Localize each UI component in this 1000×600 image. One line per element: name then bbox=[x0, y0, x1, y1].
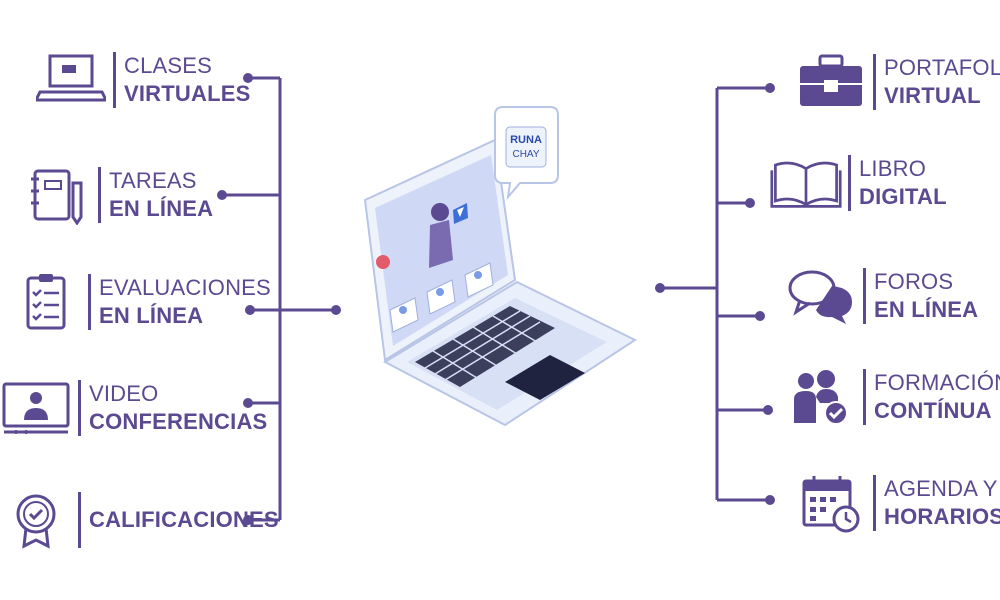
feature-tareas-line1: TAREAS bbox=[109, 168, 197, 193]
feature-video-line2: CONFERENCIAS bbox=[89, 409, 268, 434]
feature-foros: FOROS EN LÍNEA bbox=[785, 266, 978, 326]
logo-text-2: CHAY bbox=[512, 149, 539, 160]
calendar-clock-icon bbox=[795, 473, 867, 533]
feature-foros-line1: FOROS bbox=[874, 269, 954, 294]
feature-video-line1: VIDEO bbox=[89, 381, 159, 406]
feature-calificaciones: CALIFICACIONES bbox=[0, 490, 279, 550]
feature-portafolio-line1: PORTAFOLIO bbox=[884, 55, 1000, 80]
badge-check-icon bbox=[0, 490, 72, 550]
feature-foros-line2: EN LÍNEA bbox=[874, 297, 979, 322]
feature-clases-line2: VIRTUALES bbox=[124, 81, 251, 106]
feature-tareas-line2: EN LÍNEA bbox=[109, 196, 214, 221]
chat-bubbles-icon bbox=[785, 266, 857, 326]
feature-agenda: AGENDA Y HORARIOS bbox=[795, 473, 1000, 533]
feature-agenda-line2: HORARIOS bbox=[884, 504, 1000, 529]
feature-portafolio-line2: VIRTUAL bbox=[884, 83, 981, 108]
feature-libro-line1: LIBRO bbox=[859, 156, 927, 181]
checklist-icon bbox=[10, 272, 82, 332]
feature-evaluaciones-line2: EN LÍNEA bbox=[99, 303, 204, 328]
feature-agenda-line1: AGENDA Y bbox=[884, 476, 998, 501]
feature-libro: LIBRO DIGITAL bbox=[770, 153, 947, 213]
briefcase-icon bbox=[795, 52, 867, 112]
feature-clases-line1: CLASES bbox=[124, 53, 213, 78]
logo-text-1: RUNA bbox=[510, 134, 542, 146]
people-check-icon bbox=[785, 367, 857, 427]
feature-tareas: TAREAS EN LÍNEA bbox=[20, 165, 213, 225]
monitor-user-icon bbox=[0, 378, 72, 438]
feature-evaluaciones: EVALUACIONES EN LÍNEA bbox=[10, 272, 271, 332]
feature-clases: CLASES VIRTUALES bbox=[35, 50, 250, 110]
feature-calificaciones-line2: CALIFICACIONES bbox=[89, 507, 279, 532]
feature-formacion-line2: CONTÍNUA bbox=[874, 398, 992, 423]
feature-libro-line2: DIGITAL bbox=[859, 184, 947, 209]
feature-formacion-line1: FORMACIÓN bbox=[874, 370, 1000, 395]
feature-evaluaciones-line1: EVALUACIONES bbox=[99, 275, 271, 300]
feature-portafolio: PORTAFOLIO VIRTUAL bbox=[795, 52, 1000, 112]
feature-formacion: FORMACIÓN CONTÍNUA bbox=[785, 367, 1000, 427]
open-book-icon bbox=[770, 153, 842, 213]
feature-video: VIDEO CONFERENCIAS bbox=[0, 378, 267, 438]
laptop-icon bbox=[35, 50, 107, 110]
laptop-illustration: RUNA CHAY bbox=[363, 106, 638, 427]
notebook-icon bbox=[20, 165, 92, 225]
